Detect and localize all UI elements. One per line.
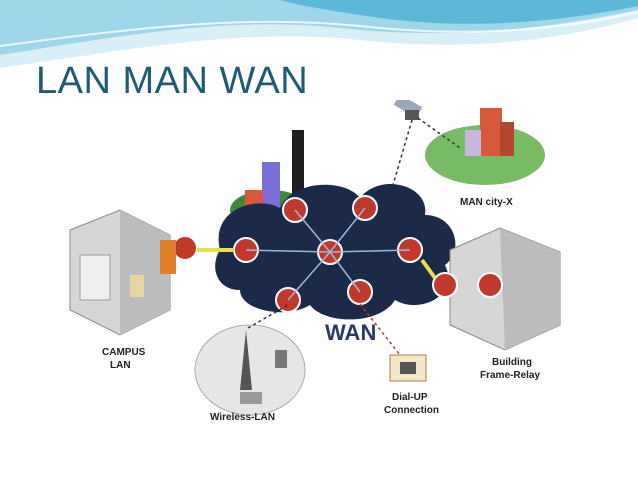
dialup-label-line2: Connection bbox=[384, 405, 439, 416]
wireless-link bbox=[247, 304, 289, 329]
man-label: MAN city-X bbox=[460, 197, 513, 208]
frame-relay-router bbox=[432, 272, 458, 298]
firewall-icon bbox=[160, 240, 176, 274]
network-diagram: WAN CAMPUS LAN Building Frame-Relay bbox=[69, 100, 561, 423]
campus-router bbox=[172, 235, 198, 261]
wireless-label: Wireless-LAN bbox=[210, 412, 275, 423]
satellite-icon bbox=[393, 100, 423, 120]
frame-relay-building-icon bbox=[449, 227, 561, 351]
campus-label-line2: LAN bbox=[110, 360, 131, 371]
man-city-area bbox=[425, 108, 545, 185]
slide-title: LAN MAN WAN bbox=[36, 60, 309, 102]
building-label-line1: Building bbox=[492, 357, 532, 368]
dialup-modem-icon bbox=[389, 354, 427, 382]
wireless-lan-area bbox=[194, 324, 306, 416]
dialup-link bbox=[359, 303, 401, 356]
campus-building-icon bbox=[69, 209, 171, 336]
frame-relay-router bbox=[477, 272, 503, 298]
frame-relay-link bbox=[420, 258, 437, 280]
dialup-label-line1: Dial-UP bbox=[392, 392, 428, 403]
campus-label-line1: CAMPUS bbox=[102, 347, 146, 358]
building-label-line2: Frame-Relay bbox=[480, 370, 540, 381]
wan-label: WAN bbox=[325, 320, 376, 345]
header-swoosh-decoration bbox=[0, 0, 638, 68]
wan-links bbox=[245, 207, 411, 301]
